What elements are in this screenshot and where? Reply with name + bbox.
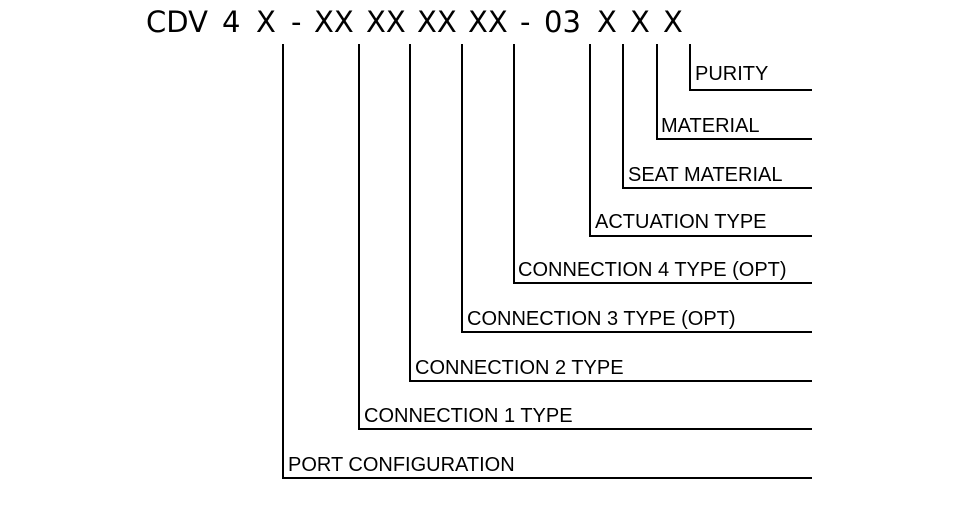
field-label-port-configuration: PORT CONFIGURATION	[288, 454, 515, 476]
leader-connection-1	[358, 44, 812, 430]
part-number-code: CDV 4 X - XX XX XX XX - 03 X X X	[146, 5, 683, 39]
code-token-dash-1: -	[291, 5, 301, 39]
field-label-connection-2: CONNECTION 2 TYPE	[415, 357, 624, 379]
code-token-connection-4: XX	[468, 5, 508, 39]
code-token-material: X	[663, 5, 683, 39]
leader-connection-4	[513, 44, 812, 284]
code-token-seat-material: X	[630, 5, 650, 39]
field-label-connection-1: CONNECTION 1 TYPE	[364, 405, 573, 427]
code-token-connection-3: XX	[417, 5, 457, 39]
leader-lines	[282, 44, 812, 479]
leader-actuation-type	[589, 44, 812, 237]
code-token-dash-2: -	[520, 5, 530, 39]
code-token-series: 4	[222, 5, 240, 39]
field-label-connection-3: CONNECTION 3 TYPE (OPT)	[467, 308, 736, 330]
leader-seat-material	[622, 44, 812, 189]
leader-connection-2	[409, 44, 812, 382]
leader-port-configuration	[282, 44, 812, 479]
code-token-port-config: X	[256, 5, 276, 39]
field-labels: PURITY MATERIAL SEAT MATERIAL ACTUATION …	[288, 63, 787, 476]
field-label-seat-material: SEAT MATERIAL	[628, 164, 782, 186]
field-label-material: MATERIAL	[661, 115, 760, 137]
leader-material	[656, 44, 812, 140]
leader-purity	[689, 44, 812, 91]
field-label-connection-4: CONNECTION 4 TYPE (OPT)	[518, 259, 787, 281]
field-label-actuation-type: ACTUATION TYPE	[595, 211, 767, 233]
field-label-purity: PURITY	[695, 63, 768, 85]
code-token-prefix: CDV	[146, 5, 208, 39]
code-token-model: 03	[544, 5, 581, 39]
leader-connection-3	[461, 44, 812, 333]
code-token-connection-1: XX	[314, 5, 354, 39]
code-token-connection-2: XX	[366, 5, 406, 39]
code-token-actuation: X	[597, 5, 617, 39]
